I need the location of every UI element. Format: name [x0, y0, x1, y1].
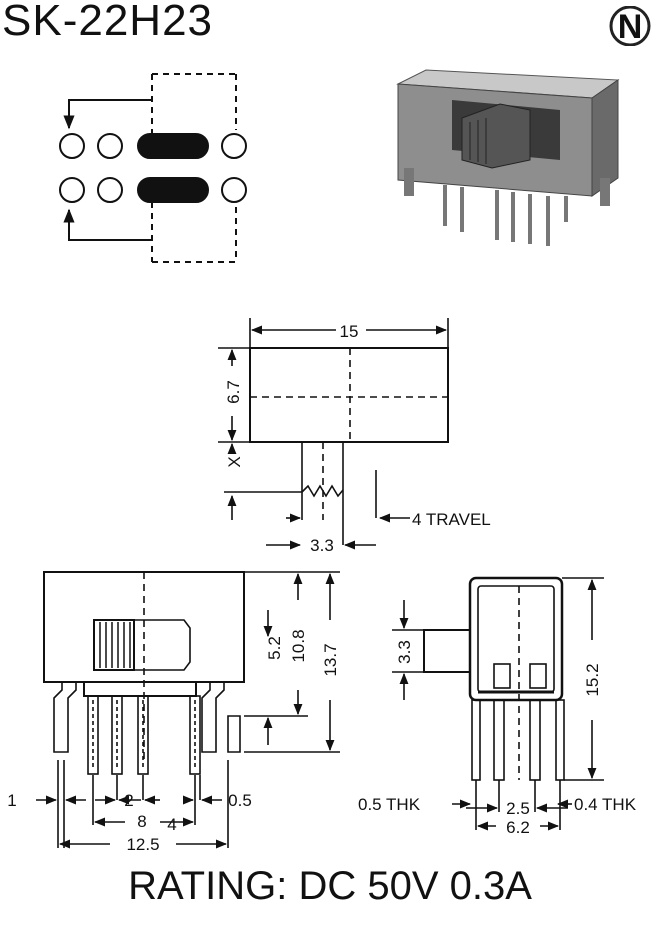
contact-4 [59, 177, 85, 203]
brand-logo: N [609, 6, 651, 46]
dim-8: 8 [137, 812, 146, 831]
dim-6-2: 6.2 [506, 818, 530, 837]
dim-13-7: 13.7 [321, 643, 340, 676]
rating-label: RATING: DC 50V 0.3A [128, 864, 532, 908]
dim-1: 1 [7, 791, 16, 810]
contact-5 [97, 177, 123, 203]
thk-0-5: 0.5 THK [358, 795, 421, 814]
front-view [36, 571, 340, 849]
dim-3-3-side: 3.3 [395, 640, 414, 664]
dim-10-8: 10.8 [289, 629, 308, 662]
dim-0-5: 0.5 [228, 791, 252, 810]
dim-5-2: 5.2 [265, 636, 284, 660]
circuit-schematic [59, 73, 247, 263]
dim-3-3-top: 3.3 [310, 536, 334, 555]
brand-logo-letter: N [618, 8, 643, 46]
top-view [218, 318, 449, 550]
side-view [392, 576, 604, 831]
contact-3 [221, 133, 247, 159]
travel-label: 4 TRAVEL [412, 510, 491, 529]
product-photo [396, 69, 620, 246]
dim-15-2: 15.2 [583, 663, 602, 696]
thk-0-4: 0.4 THK [574, 795, 637, 814]
contact-6 [221, 177, 247, 203]
part-number-title: SK-22H23 [2, 0, 214, 45]
dim-4: 4 [167, 815, 176, 834]
contact-1 [59, 133, 85, 159]
dim-x: X [225, 456, 244, 467]
contact-2 [97, 133, 123, 159]
dim-15: 15 [340, 322, 359, 341]
dim-2-5: 2.5 [506, 799, 530, 818]
slider-contact-bottom [137, 177, 209, 203]
dim-6-7: 6.7 [224, 380, 243, 404]
dim-12-5: 12.5 [126, 835, 159, 854]
dim-2: 2 [124, 791, 133, 810]
slider-contact-top [137, 133, 209, 159]
